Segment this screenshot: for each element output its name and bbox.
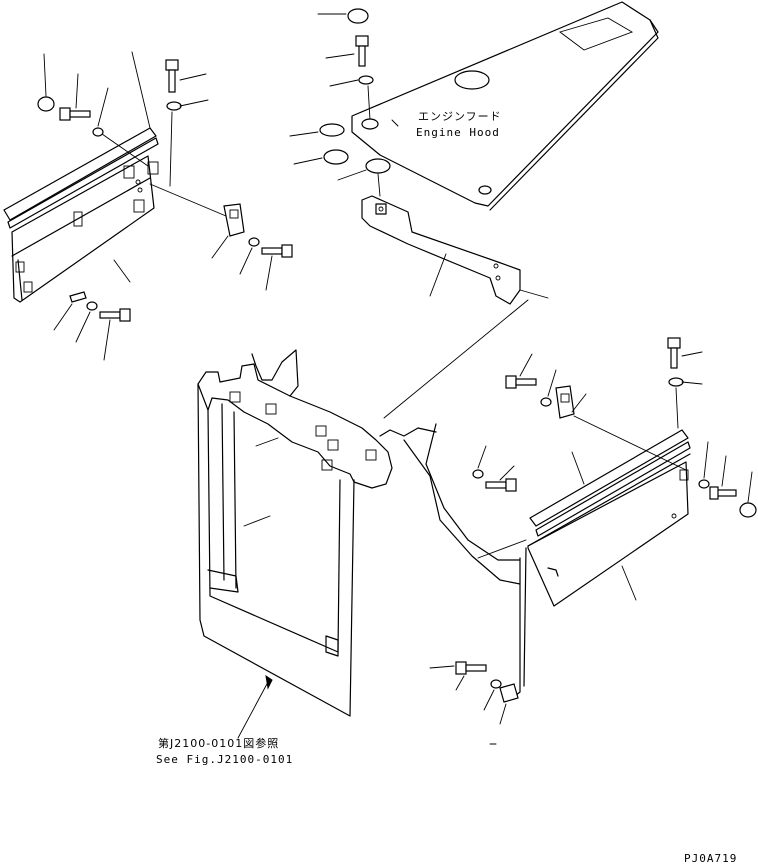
washer-icon — [166, 101, 182, 111]
cap-icon — [739, 502, 757, 518]
reference-label-jp: 第J2100-0101図参照 — [158, 736, 279, 750]
bolt-icon — [261, 244, 293, 258]
bolt-icon — [99, 308, 131, 322]
right-hardware — [429, 337, 757, 745]
radiator-guard-frame — [197, 349, 437, 717]
washer-icon — [698, 479, 710, 489]
bolt-icon — [485, 478, 517, 492]
bolt-icon — [165, 59, 179, 93]
cap-icon — [37, 96, 55, 112]
rear-shroud — [383, 299, 529, 701]
bracket-icon — [223, 203, 245, 237]
washer-icon — [472, 469, 484, 479]
left-side-panel — [3, 51, 159, 303]
bolt-icon — [667, 337, 681, 369]
drawing-id: PJ0A719 — [684, 852, 737, 865]
reference-arrow — [237, 674, 273, 739]
cap-icon — [347, 8, 369, 24]
bolt-icon — [709, 486, 737, 500]
bolt-icon — [355, 35, 369, 67]
washer-icon — [358, 75, 374, 85]
washer-icon — [490, 679, 502, 689]
right-side-panel — [527, 415, 691, 607]
reference-label-en: See Fig.J2100-0101 — [156, 753, 293, 766]
engine-hood-label-jp: エンジンフード — [418, 110, 502, 123]
engine-hood-label-en: Engine Hood — [416, 126, 500, 139]
left-hardware — [37, 53, 293, 361]
bracket-icon — [499, 683, 519, 703]
washer-icon — [248, 237, 260, 247]
hood-support-bracket — [361, 195, 549, 305]
engine-hood — [351, 1, 659, 211]
washer-icon — [86, 301, 98, 311]
bolt-icon — [505, 375, 537, 389]
washer-icon — [319, 123, 345, 137]
hood-hardware — [289, 8, 391, 197]
bracket-icon — [69, 291, 87, 303]
washer-icon — [92, 127, 104, 137]
washer-icon — [668, 377, 684, 387]
bolt-icon — [455, 661, 487, 675]
washer-icon — [540, 397, 552, 407]
bolt-icon — [59, 107, 91, 121]
